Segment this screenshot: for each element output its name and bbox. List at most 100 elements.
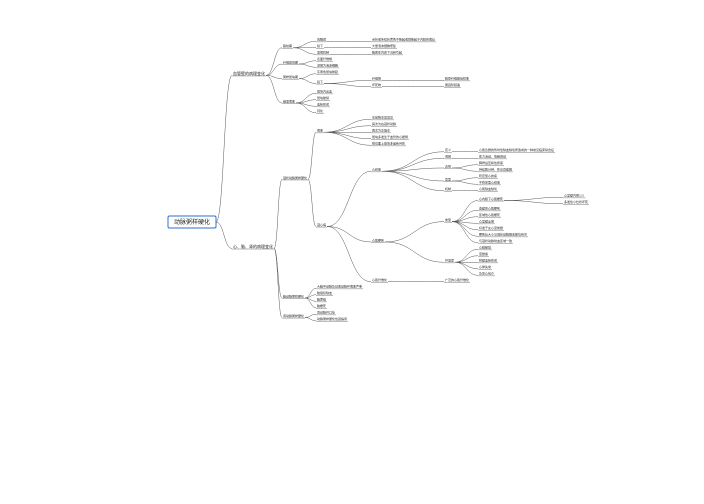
topic-node[interactable]: 肾动脉粥样硬化 [282,313,305,319]
topic-node[interactable]: 镜下 [316,43,324,49]
leaf-node[interactable]: 大量泡沫细胞聚集 [371,43,397,49]
topic-node[interactable]: 表现 [444,163,452,169]
leaf-node[interactable]: 脑萎缩 [316,297,327,303]
node-label: 大脑中动脉及基底动脉环病变严重 [317,284,362,289]
leaf-node[interactable]: 室壁瘤 [478,251,489,257]
edge-node-41 [451,177,479,182]
edge-node-38 [451,164,479,169]
topic-node[interactable]: 心肌纤维化 [371,277,388,283]
node-label: 好发于左心室前壁 [479,225,503,230]
leaf-node[interactable]: 血栓形成 [316,102,330,108]
leaf-node[interactable]: 横切面上斑块多呈新月形 [371,141,406,147]
topic-node[interactable]: 机制 [444,186,452,192]
topic-node[interactable]: 定义 [444,147,452,153]
leaf-node[interactable]: 体力活动、情绪激动 [478,154,507,160]
node-label: 斑块多发生于血管的心壁侧 [372,134,408,139]
branch-node[interactable]: 心、脑、肾的病理变化 [232,243,274,250]
topic-node[interactable]: 坏死物 [371,82,382,88]
edge-node-60 [454,262,479,269]
leaf-node[interactable]: 心室壁内侧1/3 [563,193,586,199]
leaf-node[interactable]: 心肌缺血缺氧 [478,186,498,192]
leaf-node[interactable]: 脑梗死 [316,303,327,309]
node-label: 点状或条纹状黄色不隆起或微隆起于内膜的病灶 [372,37,435,42]
leaf-node[interactable]: 区域性心肌梗死 [478,212,501,218]
leaf-node[interactable]: 稳定型心绞痛 [478,173,498,179]
branch-node[interactable]: 血管壁的病理变化 [232,70,266,77]
leaf-node[interactable]: 持续数分钟，休息后缓解 [478,167,513,173]
node-label: 脂质在内皮下沉积引起 [372,50,402,55]
leaf-node[interactable]: 胆固醇结晶 [444,82,461,88]
leaf-node[interactable]: 斑块多发生于血管的心壁侧 [371,134,409,140]
leaf-node[interactable]: 动脉粥样硬化性固缩肾 [316,316,348,322]
edge-node-56 [384,241,445,263]
leaf-node[interactable]: 点状或条纹状黄色不隆起或微隆起于内膜的病灶 [371,37,436,43]
node-label: 诱因 [445,154,451,159]
edge-node-25 [307,132,317,180]
leaf-node[interactable]: 广泛的心肌纤维化 [444,277,470,283]
topic-node[interactable]: 类型 [444,176,452,182]
edge-node-71 [304,317,317,321]
topic-node[interactable]: 镜下 [316,79,324,85]
topic-node[interactable]: 并发症 [444,258,455,264]
node-label: 镜下 [317,79,323,84]
node-label: 镜下 [317,43,323,48]
topic-node[interactable]: 脂纹期 [282,43,293,49]
leaf-node[interactable]: 肾动脉开口处 [316,310,336,316]
root-label: 动脉粥样硬化 [174,218,210,226]
leaf-node[interactable]: 表面纤维帽 [316,56,333,62]
leaf-node[interactable]: 好发于左心室前壁 [478,225,504,231]
leaf-node[interactable]: 其次为右冠状动脉 [371,121,397,127]
leaf-node[interactable]: 多发性小灶状坏死 [563,199,589,205]
leaf-node[interactable]: 脂质在内皮下沉积引起 [371,50,403,56]
topic-node[interactable]: 类型 [444,217,452,223]
leaf-node[interactable]: 胶原纤维玻璃样变 [444,76,470,82]
node-label: 心律失常 [479,264,491,269]
topic-node[interactable]: 心内膜下心肌梗死 [478,196,504,202]
topic-node[interactable]: 病变 [316,128,324,134]
topic-node[interactable]: 冠状动脉粥样硬化 [282,175,308,181]
topic-node[interactable]: 肉眼观 [316,37,327,43]
leaf-node[interactable]: 不稳定型心绞痛 [478,180,501,186]
edge-node-68 [304,297,317,308]
leaf-node[interactable]: 再次为左旋支 [371,128,391,134]
topic-node[interactable]: 继发病变 [282,98,296,104]
leaf-node[interactable]: 脑组织缺血 [316,290,333,296]
edge-node-0 [215,75,233,223]
topic-node[interactable]: 纤维帽 [371,76,382,82]
edge-node-14 [323,80,372,84]
edge-node-13 [298,78,317,84]
leaf-node[interactable]: 灰黄色斑块隆起 [316,69,339,75]
node-label: 坏死物 [372,82,381,87]
topic-node[interactable]: 发病机制 [316,50,330,56]
leaf-node[interactable]: 大脑中动脉及基底动脉环病变严重 [316,284,363,290]
leaf-node[interactable]: 左前降支最常见 [371,115,394,121]
leaf-node[interactable]: 深层为泡沫细胞 [316,63,339,69]
topic-node[interactable]: 粥样斑块期 [282,74,299,80]
edge-node-35 [381,158,445,172]
leaf-node[interactable]: 梗死灶大小与冠状动脉阻塞部位有关 [478,232,528,238]
node-label: 持续数分钟，休息后缓解 [479,167,512,172]
topic-node[interactable]: 诱因 [444,154,452,160]
leaf-node[interactable]: 胸骨后压榨性疼痛 [478,160,504,166]
leaf-node[interactable]: 斑块内出血 [316,89,333,95]
topic-node[interactable]: 心绞痛 [371,167,382,173]
leaf-node[interactable]: 急性心包炎 [478,271,495,277]
leaf-node[interactable]: 心室壁全层 [478,219,495,225]
topic-node[interactable]: 冠心病 [316,222,327,228]
root-node[interactable]: 动脉粥样硬化 [167,215,217,229]
node-label: 区域性心肌梗死 [479,212,500,217]
leaf-node[interactable]: 与冠状动脉供血区域一致 [478,238,513,244]
leaf-node[interactable]: 附壁血栓形成 [478,258,498,264]
topic-node[interactable]: 纤维斑块期 [282,59,299,65]
leaf-node[interactable]: 透壁性心肌梗死 [478,206,501,212]
node-label: 灰黄色斑块隆起 [317,69,338,74]
edge-node-32 [326,171,372,227]
leaf-node[interactable]: 心律失常 [478,264,492,270]
node-label: 附壁血栓形成 [479,258,497,263]
topic-node[interactable]: 脑动脉粥样硬化 [282,293,305,299]
topic-node[interactable]: 心肌梗死 [371,237,385,243]
leaf-node[interactable]: 斑块破裂 [316,95,330,101]
leaf-node[interactable]: 钙化 [316,108,324,114]
leaf-node[interactable]: 心肌急剧的暂时性缺血缺氧所造成的一种常见临床综合征 [478,147,555,153]
leaf-node[interactable]: 心脏破裂 [478,245,492,251]
